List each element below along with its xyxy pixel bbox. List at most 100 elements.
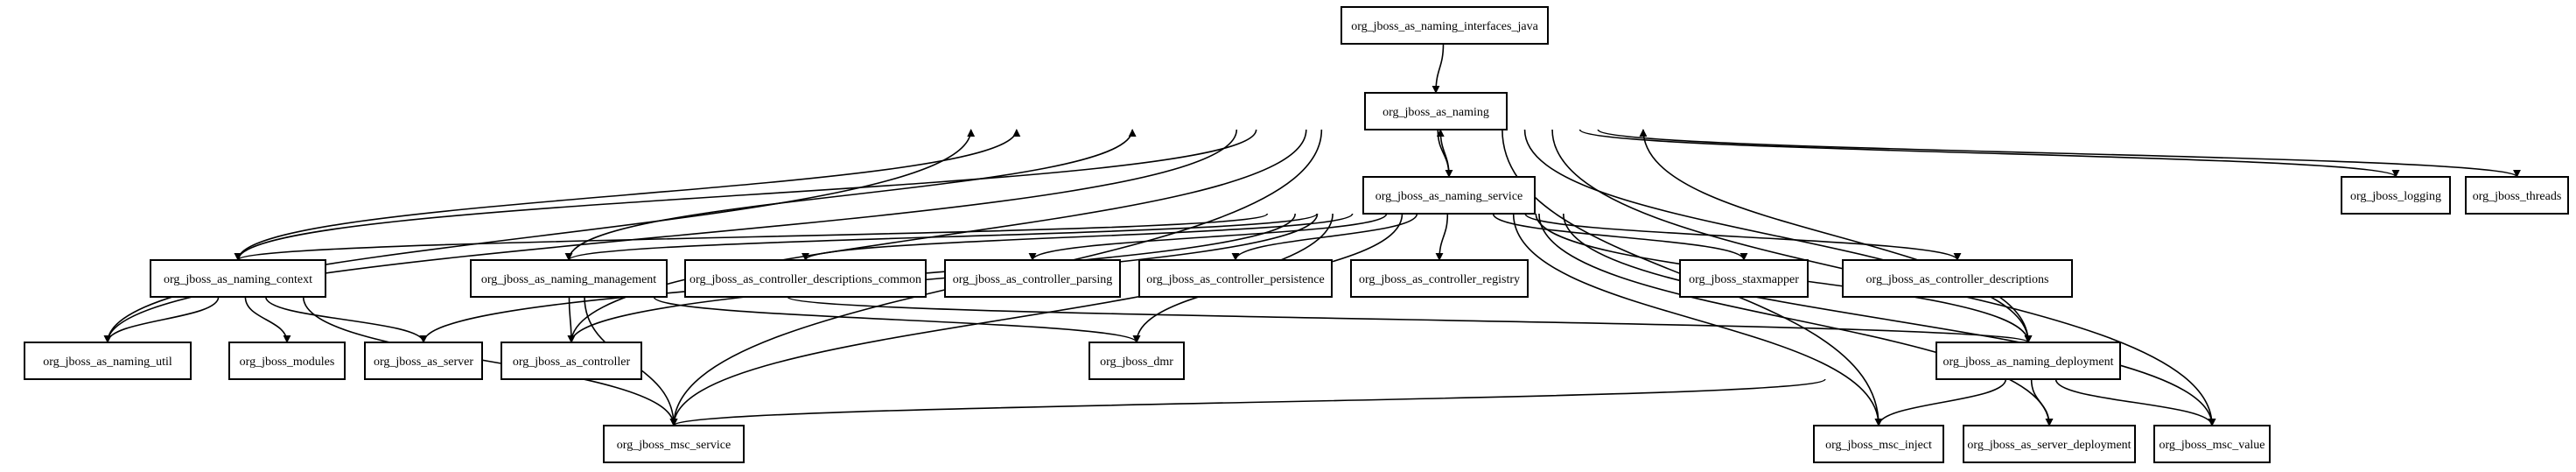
- node-naming-service: org_jboss_as_naming_service: [1362, 176, 1536, 215]
- node-label: org_jboss_as_naming: [1382, 106, 1489, 119]
- edge-naming_util-to-naming: [107, 129, 976, 343]
- edge-naming_context-to-naming: [237, 129, 1021, 261]
- node-label: org_jboss_threads: [2473, 190, 2562, 203]
- node-label: org_jboss_as_controller_descriptions_com…: [690, 273, 921, 286]
- node-label: org_jboss_staxmapper: [1689, 273, 1799, 286]
- edge-naming-to-naming_service: [1437, 129, 1453, 178]
- edge-naming_management-to-as_controller: [567, 296, 576, 343]
- node-naming: org_jboss_as_naming: [1364, 92, 1508, 130]
- edge-naming_service-to-msc_service: [669, 213, 1334, 426]
- edge-naming-to-naming_deployment: [1523, 129, 2033, 343]
- node-label: org_jboss_modules: [240, 356, 335, 369]
- node-label: org_jboss_as_controller_persistence: [1146, 273, 1324, 286]
- node-box: [228, 342, 346, 380]
- node-label: org_jboss_logging: [2350, 190, 2441, 203]
- node-label: org_jboss_as_naming_util: [43, 356, 172, 369]
- edge-naming_deployment-to-naming: [1639, 129, 2029, 343]
- node-as-controller: org_jboss_as_controller: [500, 342, 642, 380]
- node-box: [364, 342, 483, 380]
- edge-naming_service-to-msc_inject: [1512, 213, 1883, 426]
- edge-naming-to-logging: [1578, 129, 2400, 178]
- node-label: org_jboss_dmr: [1100, 356, 1173, 369]
- node-box: [1364, 92, 1508, 130]
- node-box: [1138, 259, 1333, 298]
- node-label: org_jboss_as_naming_context: [164, 273, 312, 286]
- node-label: org_jboss_msc_service: [617, 439, 731, 452]
- node-box: [1813, 425, 1944, 463]
- node-label: org_jboss_as_naming_deployment: [1943, 356, 2114, 369]
- node-ctrl-parsing: org_jboss_as_controller_parsing: [944, 259, 1121, 298]
- edge-naming_management-to-dmr: [653, 296, 1141, 343]
- edge-naming_context-to-as_server: [265, 296, 428, 343]
- edge-naming_service-to-ctrl_registry: [1435, 213, 1449, 261]
- node-naming-context: org_jboss_as_naming_context: [150, 259, 326, 298]
- node-box: [1362, 176, 1536, 215]
- node-naming-management: org_jboss_as_naming_management: [470, 259, 668, 298]
- node-box: [2153, 425, 2271, 463]
- edge-naming_service-to-naming_management: [564, 213, 1318, 261]
- node-logging: org_jboss_logging: [2341, 176, 2451, 215]
- node-box: [2341, 176, 2451, 215]
- edge-naming_service-to-staxmapper: [1492, 213, 1748, 261]
- node-server-deployment: org_jboss_as_server_deployment: [1963, 425, 2136, 463]
- node-box: [944, 259, 1121, 298]
- node-msc-inject: org_jboss_msc_inject: [1813, 425, 1944, 463]
- node-label: org_jboss_as_controller_descriptions: [1866, 273, 2049, 286]
- node-label: org_jboss_as_naming_management: [481, 273, 656, 286]
- node-box: [470, 259, 668, 298]
- node-box: [603, 425, 745, 463]
- node-label: org_jboss_as_server: [374, 356, 473, 369]
- node-box: [2465, 176, 2569, 215]
- node-box: [1088, 342, 1185, 380]
- edge-naming_management-to-naming: [568, 129, 1137, 261]
- node-label: org_jboss_as_naming_service: [1376, 190, 1523, 203]
- edge-naming-to-as_controller: [567, 129, 1307, 343]
- node-box: [1679, 259, 1809, 298]
- nodes: org_jboss_as_naming_interfaces_java org_j…: [24, 6, 2569, 463]
- edge-naming-to-naming_util: [103, 129, 1238, 343]
- node-label: org_jboss_as_controller_parsing: [953, 273, 1113, 286]
- node-as-server: org_jboss_as_server: [364, 342, 483, 380]
- node-label: org_jboss_msc_inject: [1825, 439, 1932, 452]
- edge-naming_service-to-ctrl_descriptions: [1524, 213, 1962, 261]
- node-label: org_jboss_as_controller: [513, 356, 631, 369]
- node-ctrl-registry: org_jboss_as_controller_registry: [1350, 259, 1529, 298]
- node-box: [1340, 6, 1549, 45]
- edge-naming_deployment-to-server_deployment: [2030, 378, 2054, 426]
- edge-naming_context-to-modules: [244, 296, 291, 343]
- node-box: [1350, 259, 1529, 298]
- node-box: [500, 342, 642, 380]
- edge-naming_service-to-msc_value: [1563, 213, 2216, 426]
- edge-naming_service-to-ctrl_parsing: [1028, 213, 1388, 261]
- node-ctrl-descriptions: org_jboss_as_controller_descriptions: [1842, 259, 2073, 298]
- node-box: [684, 259, 927, 298]
- node-ctrl-persistence: org_jboss_as_controller_persistence: [1138, 259, 1333, 298]
- node-naming-util: org_jboss_as_naming_util: [24, 342, 192, 380]
- edge-naming_deployment-to-msc_value: [2054, 378, 2216, 426]
- edge-naming_service-to-ctrl_desc_common: [802, 213, 1354, 261]
- edge-naming_context-to-msc_service: [302, 296, 678, 426]
- node-label: org_jboss_msc_value: [2159, 439, 2264, 452]
- node-modules: org_jboss_modules: [228, 342, 346, 380]
- node-box: [24, 342, 192, 380]
- edge-naming_context-to-naming_util: [103, 296, 220, 343]
- node-box: [1842, 259, 2073, 298]
- node-ctrl-desc-common: org_jboss_as_controller_descriptions_com…: [684, 259, 927, 298]
- node-label: org_jboss_as_controller_registry: [1359, 273, 1520, 286]
- edge-naming_deployment-to-msc_inject: [1874, 378, 2007, 426]
- node-box: [150, 259, 326, 298]
- node-msc-value: org_jboss_msc_value: [2153, 425, 2271, 463]
- edge-naming-to-threads: [1597, 129, 2521, 178]
- node-label: org_jboss_as_server_deployment: [1967, 439, 2131, 452]
- node-label: org_jboss_as_naming_interfaces_java: [1351, 20, 1538, 33]
- node-dmr: org_jboss_dmr: [1088, 342, 1185, 380]
- edge-naming_service-to-naming_context: [234, 213, 1269, 261]
- edge-naming_deployment-to-msc_service: [669, 378, 1826, 426]
- edge-naming_service-to-server_deployment: [1538, 213, 2054, 426]
- node-box: [1963, 425, 2136, 463]
- node-threads: org_jboss_threads: [2465, 176, 2569, 215]
- edge-naming-to-naming_context: [234, 129, 1257, 261]
- node-box: [1936, 342, 2121, 380]
- edge-naming_service-to-ctrl_persistence: [1231, 213, 1418, 261]
